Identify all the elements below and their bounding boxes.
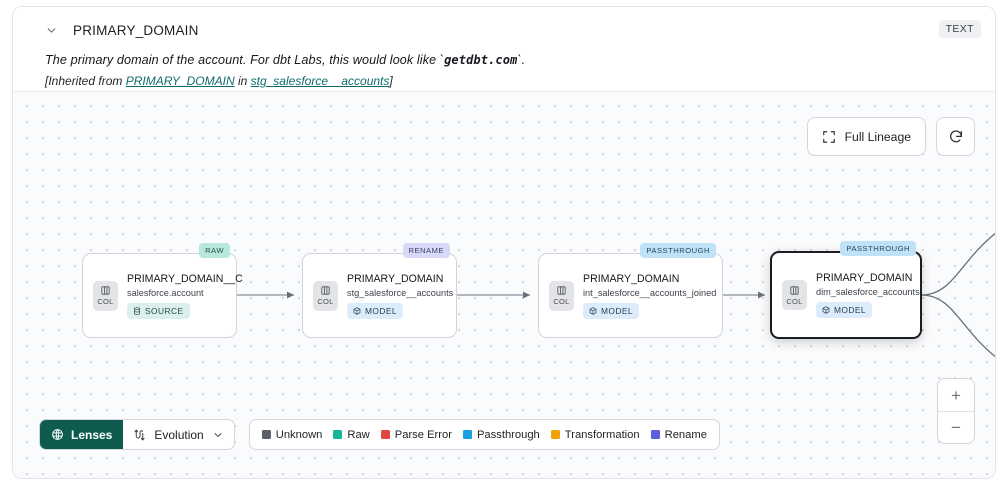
- legend-swatch: [550, 430, 560, 439]
- node-title: PRIMARY_DOMAIN: [583, 272, 680, 285]
- zoom-controls: + −: [937, 378, 975, 444]
- lenses-label: Lenses: [71, 427, 113, 442]
- lens-icon: [51, 428, 64, 441]
- refresh-icon: [948, 129, 964, 145]
- node-type-badge: MODEL: [816, 302, 873, 318]
- legend-swatch: [650, 430, 660, 439]
- chevron-down-icon: [212, 429, 224, 441]
- column-chip-label: COL: [97, 297, 114, 306]
- canvas-bottom-bar: Lenses Evolution Unknown Raw Parse Error…: [39, 419, 720, 450]
- legend-item-passthrough: Passthrough: [462, 428, 540, 441]
- expand-icon: [822, 130, 836, 144]
- description-suffix: `.: [517, 53, 526, 67]
- lenses-segmented-control: Lenses Evolution: [39, 419, 235, 450]
- page-title: PRIMARY_DOMAIN: [73, 22, 199, 38]
- full-lineage-button[interactable]: Full Lineage: [806, 117, 926, 156]
- zoom-in-button[interactable]: +: [951, 385, 961, 405]
- evolution-label: Evolution: [154, 427, 204, 442]
- legend-swatch: [261, 430, 271, 439]
- node-subtitle: stg_salesforce__accounts: [347, 287, 454, 298]
- lens-legend: Unknown Raw Parse Error Passthrough Tran…: [248, 419, 720, 450]
- column-chip-label: COL: [317, 297, 334, 306]
- column-chip-label: COL: [786, 296, 803, 306]
- lineage-canvas[interactable]: RAW COL PRIMARY_DOMAIN__C salesforce.acc…: [13, 91, 995, 478]
- node-type-label: MODEL: [365, 305, 398, 316]
- legend-item-unknown: Unknown: [261, 428, 323, 441]
- column-description: The primary domain of the account. For d…: [45, 53, 979, 67]
- legend-label: Parse Error: [394, 428, 452, 441]
- node-title: PRIMARY_DOMAIN__C: [127, 272, 243, 285]
- legend-swatch: [333, 430, 343, 439]
- full-lineage-label: Full Lineage: [844, 129, 911, 144]
- lens-tag: RAW: [199, 243, 230, 258]
- legend-item-transformation: Transformation: [550, 428, 640, 441]
- node-type-badge: MODEL: [583, 302, 640, 319]
- lineage-node-4[interactable]: PASSTHROUGH COL PRIMARY_DOMAIN dim_sales…: [770, 241, 922, 339]
- column-icon: COL: [782, 280, 807, 310]
- inherited-model-link[interactable]: stg_salesforce__accounts: [250, 74, 390, 88]
- node-title: PRIMARY_DOMAIN: [816, 272, 913, 284]
- legend-swatch: [462, 430, 472, 439]
- inherited-column-link[interactable]: PRIMARY_DOMAIN: [125, 74, 235, 88]
- node-type-label: MODEL: [834, 305, 867, 315]
- node-type-label: SOURCE: [145, 305, 184, 316]
- chevron-down-icon[interactable]: [43, 22, 59, 38]
- panel-header: PRIMARY_DOMAIN TEXT The primary domain o…: [13, 7, 995, 91]
- legend-label: Transformation: [564, 428, 640, 441]
- node-type-badge: MODEL: [347, 302, 404, 319]
- zoom-out-button[interactable]: −: [938, 411, 974, 443]
- legend-swatch: [380, 430, 390, 439]
- inherited-mid: in: [234, 74, 251, 88]
- lineage-edges: [237, 232, 995, 358]
- description-prefix: The primary domain of the account. For d…: [45, 53, 445, 67]
- node-type-badge: SOURCE: [127, 302, 190, 319]
- legend-item-parse-error: Parse Error: [380, 428, 452, 441]
- refresh-button[interactable]: [936, 117, 975, 156]
- legend-label: Passthrough: [476, 428, 540, 441]
- evolution-icon: [133, 428, 146, 442]
- node-title: PRIMARY_DOMAIN: [347, 272, 444, 285]
- inherited-open: [Inherited from: [45, 74, 126, 88]
- lens-tag: RENAME: [402, 243, 450, 258]
- node-subtitle: int_salesforce__accounts_joined: [583, 287, 717, 298]
- legend-label: Raw: [347, 428, 370, 441]
- column-lineage-panel: PRIMARY_DOMAIN TEXT The primary domain o…: [12, 6, 996, 479]
- legend-label: Rename: [664, 428, 707, 441]
- node-type-label: MODEL: [601, 305, 634, 316]
- lineage-node-3[interactable]: PASSTHROUGH COL PRIMARY_DOMAIN int_sales…: [538, 243, 723, 338]
- inherited-note: [Inherited from PRIMARY_DOMAIN in stg_sa…: [45, 74, 979, 88]
- inherited-close: ]: [389, 74, 393, 88]
- status-badge: TEXT: [938, 20, 981, 38]
- lineage-node-1[interactable]: RAW COL PRIMARY_DOMAIN__C salesforce.acc…: [82, 243, 243, 338]
- lens-tag: PASSTHROUGH: [640, 243, 716, 258]
- column-icon: COL: [549, 280, 574, 311]
- node-subtitle: dim_salesforce_accounts: [816, 287, 920, 297]
- node-subtitle: salesforce.account: [127, 287, 204, 298]
- lens-tag: PASSTHROUGH: [840, 241, 916, 256]
- column-icon: COL: [313, 280, 338, 311]
- canvas-top-controls: Full Lineage: [806, 117, 975, 156]
- legend-label: Unknown: [275, 428, 323, 441]
- evolution-dropdown[interactable]: Evolution: [123, 420, 233, 449]
- lineage-node-2[interactable]: RENAME COL PRIMARY_DOMAIN stg_salesforce…: [302, 243, 457, 338]
- lenses-button[interactable]: Lenses: [40, 420, 124, 449]
- legend-item-raw: Raw: [333, 428, 370, 441]
- column-icon: COL: [93, 280, 118, 311]
- description-code: getdbt.com: [444, 53, 518, 67]
- column-chip-label: COL: [553, 297, 570, 306]
- legend-item-rename: Rename: [650, 428, 707, 441]
